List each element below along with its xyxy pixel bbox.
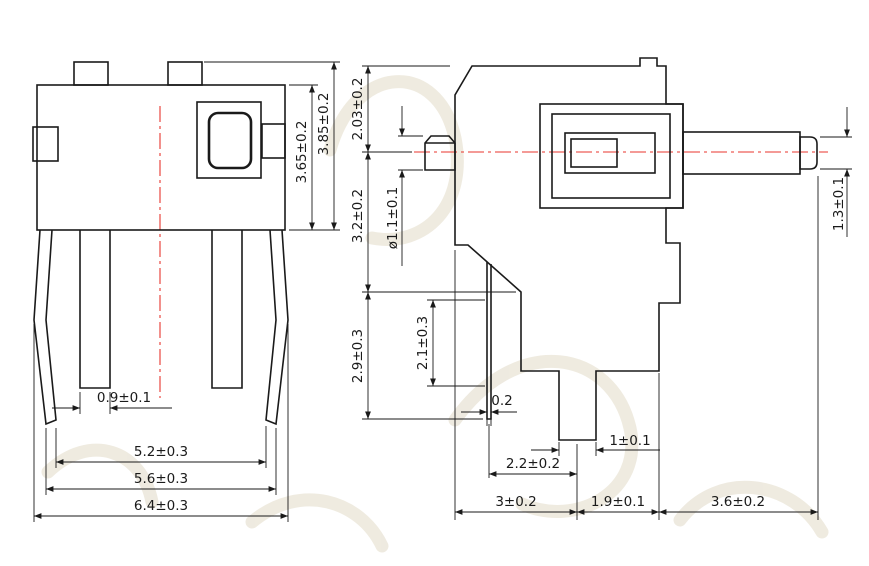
side-body-outline <box>454 57 684 441</box>
side-housing-inner <box>551 113 671 199</box>
side-shaft-height-dim: 1.3±0.1 <box>831 177 847 231</box>
side-pin-to-foot-dim: 2.2±0.2 <box>506 456 560 472</box>
side-center-to-step-dim: 3.2±0.2 <box>350 189 366 243</box>
side-plunger-dia-dim: ø1.1±0.1 <box>385 187 401 250</box>
front-body <box>36 84 286 231</box>
side-pin-length-dim: 2.1±0.3 <box>415 316 431 370</box>
front-leg-left <box>33 229 57 426</box>
front-height-body-dim: 3.65±0.2 <box>294 121 310 184</box>
front-pin-left <box>79 230 111 389</box>
front-view <box>32 61 289 426</box>
front-pin-width-dim: 0.9±0.1 <box>97 390 151 406</box>
front-span-inner-dim: 5.2±0.3 <box>134 444 188 460</box>
side-foot-to-edge-dim: 1.9±0.1 <box>591 494 645 510</box>
side-shaft-length-dim: 3.6±0.2 <box>711 494 765 510</box>
side-housing-outer <box>539 103 684 209</box>
front-top-boss-right <box>167 61 203 86</box>
dimensions-front-view: 0.9±0.1 5.2±0.3 5.6±0.3 6.4±0.3 3.85±0.2… <box>33 61 340 522</box>
side-foot-width-dim: 1±0.1 <box>609 433 650 449</box>
dimensions-side-view: 2.03±0.2 3.2±0.2 2.9±0.3 ø1.1±0.1 2.1±0.… <box>350 65 852 520</box>
front-height-overall-dim: 3.85±0.2 <box>316 93 332 156</box>
watermark-stroke <box>448 354 639 518</box>
front-side-tab-right <box>261 123 286 159</box>
centerlines <box>159 106 828 398</box>
watermark-stroke <box>245 493 389 553</box>
side-shaft <box>682 131 801 175</box>
front-pin-right <box>211 230 243 389</box>
front-button-frame <box>196 101 262 179</box>
front-top-boss-left <box>73 61 109 86</box>
side-step-to-pin-end-dim: 2.9±0.3 <box>350 329 366 383</box>
side-shaft-cap <box>799 136 818 170</box>
front-side-tab-left <box>32 126 59 162</box>
side-view <box>424 57 818 441</box>
side-pin <box>486 262 492 420</box>
watermark-stroke <box>673 480 829 539</box>
front-leg-right <box>265 229 289 426</box>
side-body-to-foot-dim: 3±0.2 <box>495 494 536 510</box>
side-slider <box>564 132 656 174</box>
front-button <box>207 111 253 170</box>
front-span-mid-dim: 5.6±0.3 <box>134 471 188 487</box>
side-pin-thickness-dim: 0.2 <box>491 393 512 409</box>
side-slider-block <box>570 138 618 168</box>
front-span-outer-dim: 6.4±0.3 <box>134 498 188 514</box>
side-top-to-center-dim: 2.03±0.2 <box>350 78 366 141</box>
